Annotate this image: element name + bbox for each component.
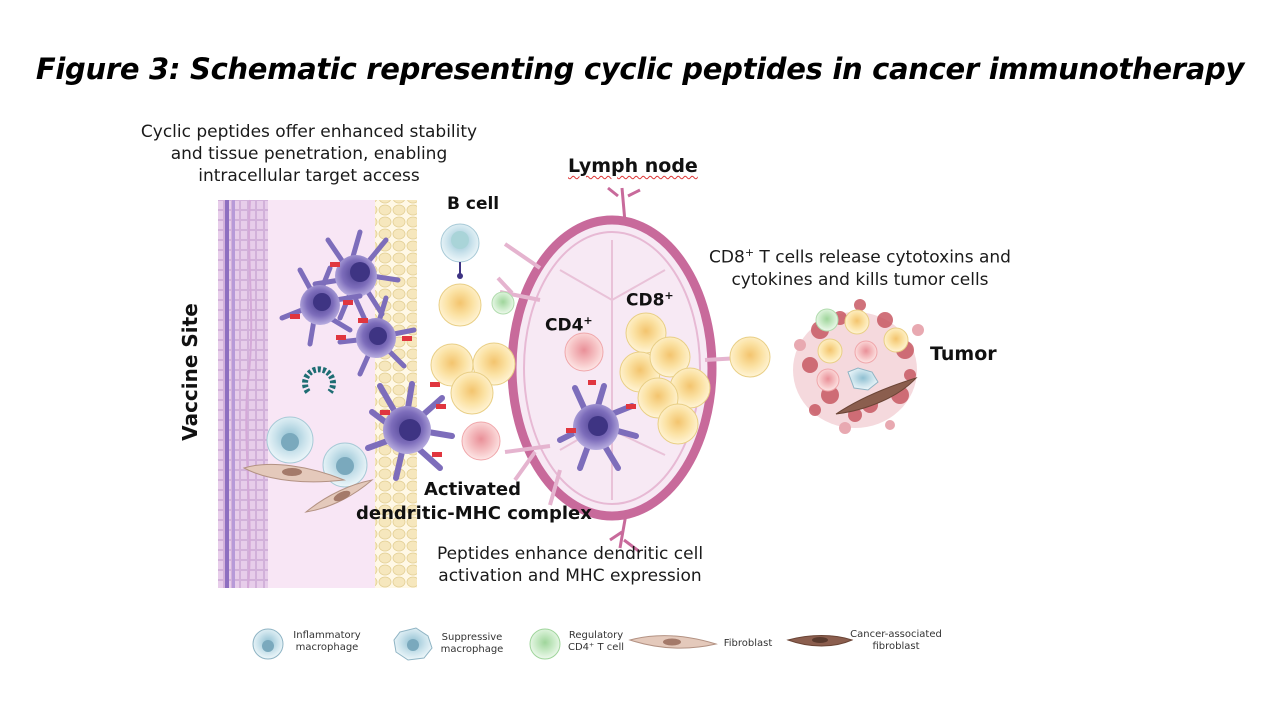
stability-note-line-3: intracellular target access [198,166,420,186]
tumor-mass [793,299,924,434]
stability-note: Cyclic peptides offer enhanced stability… [128,121,490,187]
cyclic-peptide-icon [302,366,336,394]
legend-fibroblast-icon [628,635,718,649]
legend-3-line-1: Fibroblast [723,638,773,649]
legend-0-line-2: macrophage [295,642,359,653]
dendritic-cell [279,265,363,347]
legend-regulatory-t-cell-icon [529,628,561,660]
cd4-t-cell [461,421,501,461]
regulatory-t-cell [491,291,515,315]
cd8-text: CD8 [626,290,665,311]
dendritic-cell [312,229,401,321]
lymph-node-label: Lymph node [568,155,698,177]
cd8-label: CD8+ [626,289,674,311]
fibroblast [242,463,374,513]
tumor-label: Tumor [930,343,997,365]
cd8-note-cd8: CD8 [709,247,745,268]
stability-note-line-1: Cyclic peptides offer enhanced stability [140,122,478,142]
t-cell [430,283,516,415]
stability-note-line-2: and tissue penetration, enabling [170,144,448,164]
cd8-cytotoxin-note: CD8+ T cells release cytotoxins and cyto… [700,242,1020,291]
cd8-note-line-1: CD8+ T cells release cytotoxins and [700,242,1020,269]
legend-cancer-associated-fibroblast-icon [786,635,854,647]
activated-dendritic-cell [365,381,455,481]
b-cell-label: B cell [447,194,500,214]
legend-1-line-1: Suppressive [441,632,503,643]
legend-suppressive-macrophage-icon [393,627,433,661]
legend-inflammatory-macrophage-icon [252,628,284,660]
cd4-superscript: + [583,314,593,327]
legend-2-line-1: Regulatory [568,630,624,641]
peptides-note: Peptides enhance dendritic cell activati… [420,543,720,587]
b-cell [440,223,480,279]
peptides-note-line-2: activation and MHC expression [438,566,702,586]
legend-label-fibroblast: Fibroblast [718,638,778,650]
figure-title: Figure 3: Schematic representing cyclic … [35,52,1245,86]
cd8-note-line-2: cytokines and kills tumor cells [731,269,989,290]
activated-label-line-1: Activated [424,479,521,500]
cd8-note-sup: + [744,246,755,259]
cd8-t-cell [729,336,771,378]
legend-1-line-2: macrophage [440,644,504,655]
cd4-t-cell [564,332,604,372]
peptides-note-line-1: Peptides enhance dendritic cell [436,544,704,564]
cd8-note-rest: T cells release cytotoxins and [754,247,1011,268]
cd8-t-cell-cluster [619,312,711,445]
activated-dendritic-cell [557,380,639,471]
activated-label-line-2: dendritic-MHC complex [356,503,592,524]
mhc-receptor [290,262,412,341]
legend-4-line-1: Cancer-associated [850,629,942,640]
cd4-text: CD4 [545,315,584,336]
legend-0-line-1: Inflammatory [293,630,361,641]
legend-2-line-2: CD4⁺ T cell [568,642,624,653]
vaccine-site-label: Vaccine Site [178,303,202,441]
legend-4-line-2: fibroblast [872,641,920,652]
dendritic-cell [337,295,417,377]
cd8-superscript: + [664,289,674,302]
cd4-label: CD4+ [545,314,593,336]
